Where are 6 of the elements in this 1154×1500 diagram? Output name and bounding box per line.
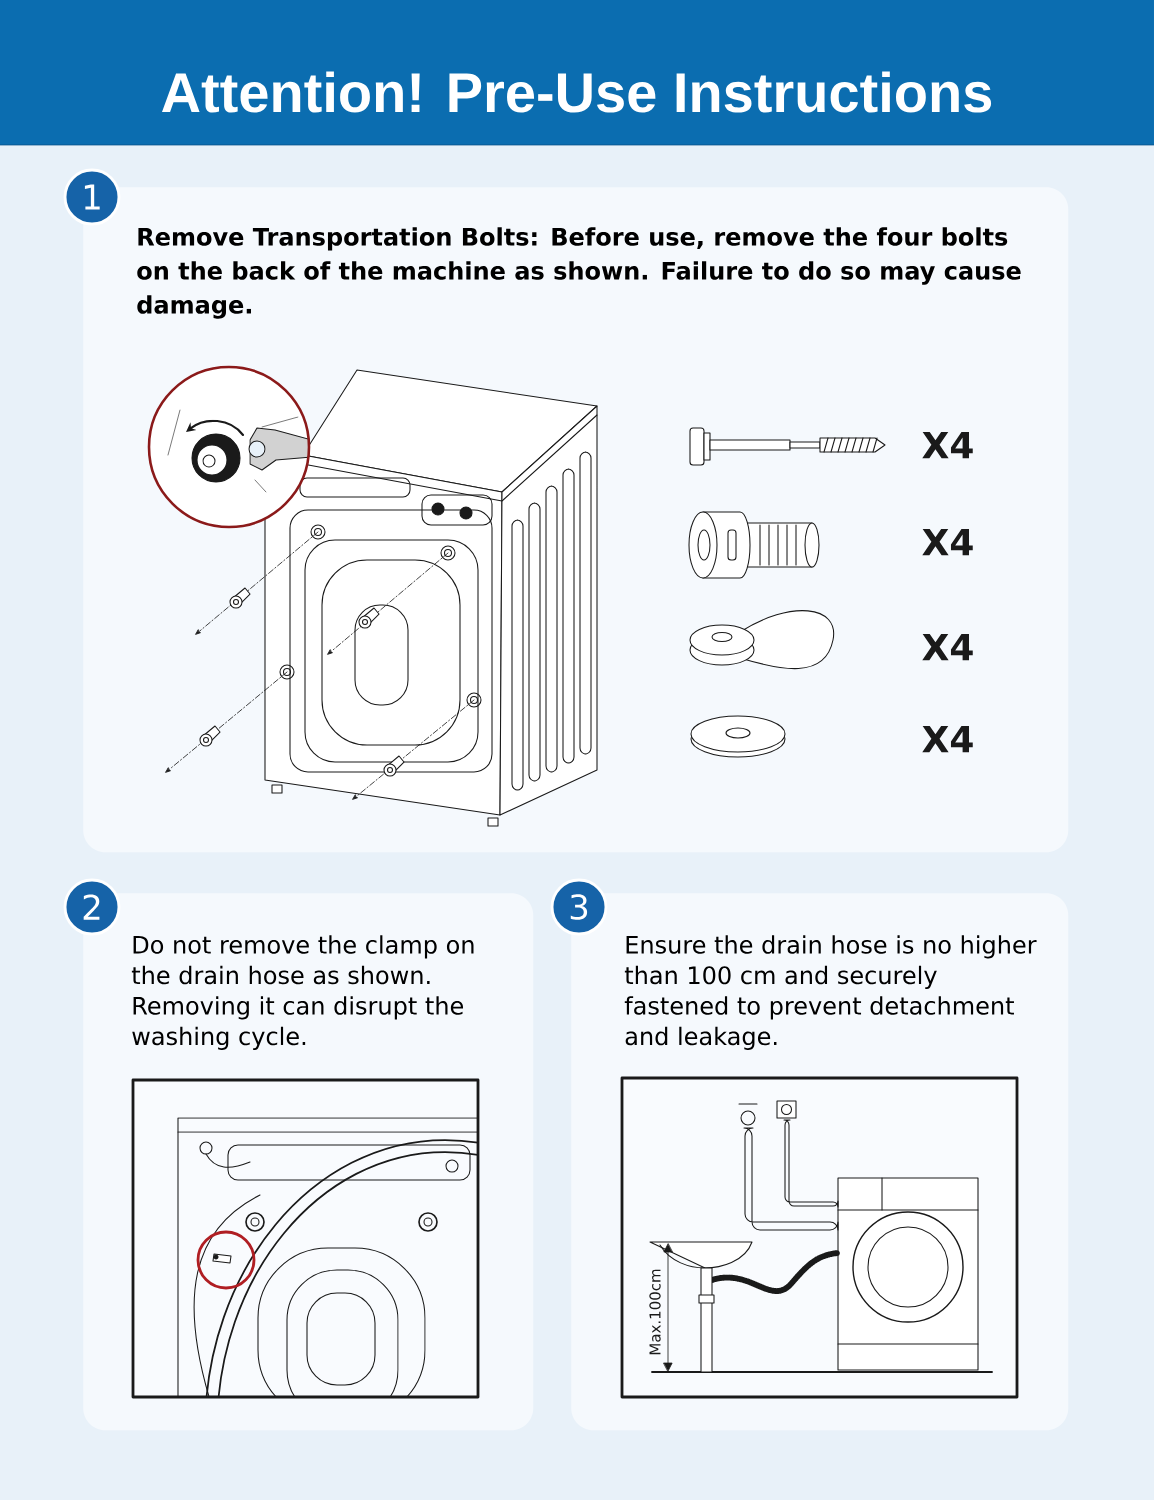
dimension-label: Max.100cm bbox=[649, 1269, 661, 1355]
quantity-label: X4 bbox=[922, 633, 973, 661]
quantity-label: X4 bbox=[922, 431, 973, 459]
quantity-label: X4 bbox=[922, 528, 973, 556]
quantity-label: X4 bbox=[922, 725, 973, 753]
title: Attention! Pre-Use Instructions bbox=[162, 71, 992, 113]
